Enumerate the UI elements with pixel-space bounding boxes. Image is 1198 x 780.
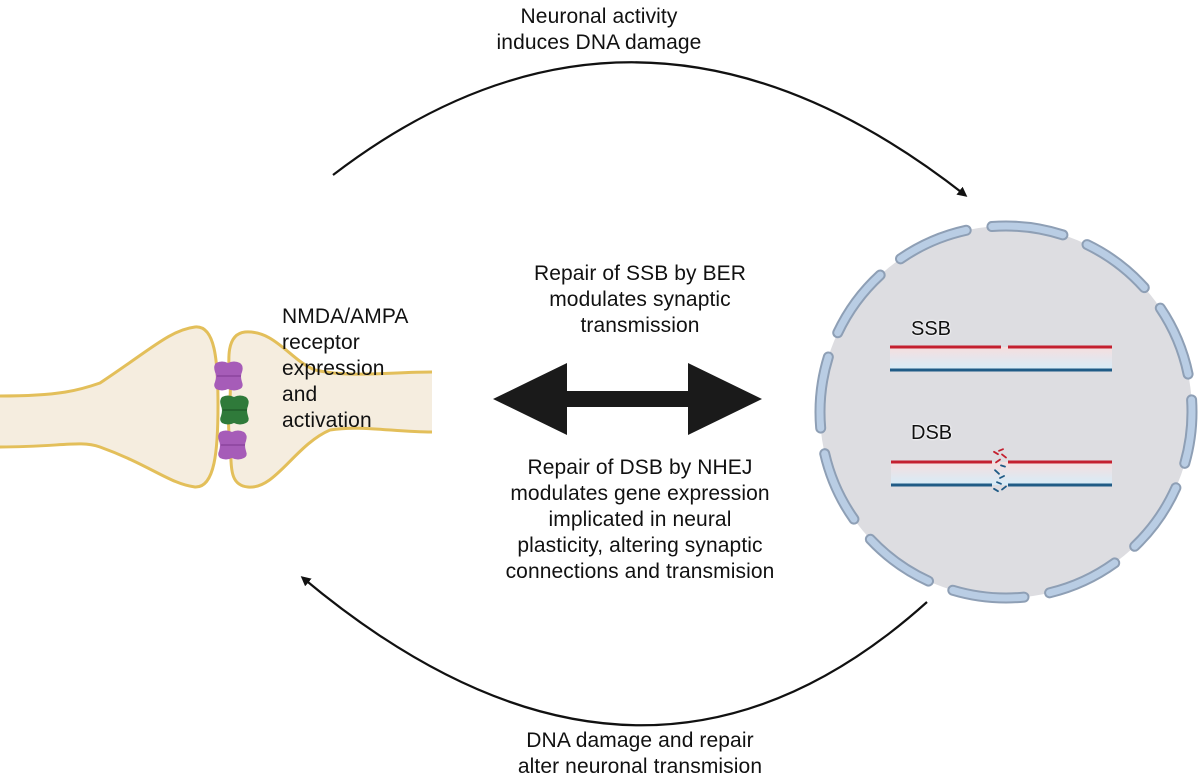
receptor-caption-line: and <box>282 383 318 406</box>
top-caption-line: Neuronal activity <box>520 5 678 28</box>
dna-fragment <box>995 458 1001 464</box>
dsb-repair-caption-line: implicated in neural <box>548 508 732 531</box>
ssb-repair-caption-line: Repair of SSB by BER <box>533 262 747 285</box>
dna-fragment <box>998 448 1004 452</box>
receptor-caption-line: receptor <box>282 331 360 354</box>
ssb-repair-caption-line: modulates synaptic <box>549 288 731 311</box>
receptor-caption: NMDA/AMPA receptor expression and activa… <box>282 304 452 434</box>
dsb-repair-caption-line: modulates gene expression <box>510 482 770 505</box>
ssb-repair-caption-line: transmission <box>580 314 700 337</box>
receptor-caption-line: expression <box>282 357 385 380</box>
nmda-receptor-middle <box>220 395 249 425</box>
ssb-label: SSB <box>911 318 952 340</box>
dna-fragment <box>1001 485 1007 491</box>
dna-fragment <box>996 481 1002 485</box>
dna-background <box>890 347 1112 370</box>
dna-fragment <box>994 469 1000 475</box>
dsb-repair-caption-line: plasticity, altering synaptic <box>517 534 763 557</box>
receptor-caption-line: activation <box>282 409 372 432</box>
dsb-repair-caption-line: connections and transmision <box>505 560 775 583</box>
bottom-caption-line: alter neuronal transmision <box>517 755 763 778</box>
top-caption-line: induces DNA damage <box>496 31 702 54</box>
nucleus <box>814 220 1198 604</box>
dna-fragment <box>1001 453 1007 459</box>
top-cycle-arrow <box>332 61 968 197</box>
bidirectional-arrow <box>493 363 762 435</box>
bottom-caption: DNA damage and repair alter neuronal tra… <box>470 728 810 780</box>
dsb-repair-caption: Repair of DSB by NHEJ modulates gene exp… <box>460 455 820 585</box>
top-caption: Neuronal activity induces DNA damage <box>449 4 749 56</box>
ampa-receptor-bottom <box>218 430 247 460</box>
dna-fragment <box>1000 464 1006 468</box>
ssb-dna-strand <box>890 345 1112 372</box>
dsb-repair-caption-line: Repair of DSB by NHEJ <box>527 456 753 479</box>
dna-fragment <box>993 487 999 493</box>
dsb-label: DSB <box>911 422 953 444</box>
ssb-repair-caption: Repair of SSB by BER modulates synaptic … <box>480 261 800 339</box>
bottom-cycle-arrow <box>300 576 928 727</box>
dna-fragment <box>999 475 1005 479</box>
presynaptic-terminal <box>0 325 220 489</box>
dna-fragment <box>993 450 999 456</box>
receptor-caption-line: NMDA/AMPA <box>282 305 409 328</box>
ampa-receptor-top <box>214 361 243 391</box>
dsb-dna-strand <box>891 448 1112 493</box>
bottom-caption-line: DNA damage and repair <box>526 729 754 752</box>
dna-background <box>891 462 1112 485</box>
